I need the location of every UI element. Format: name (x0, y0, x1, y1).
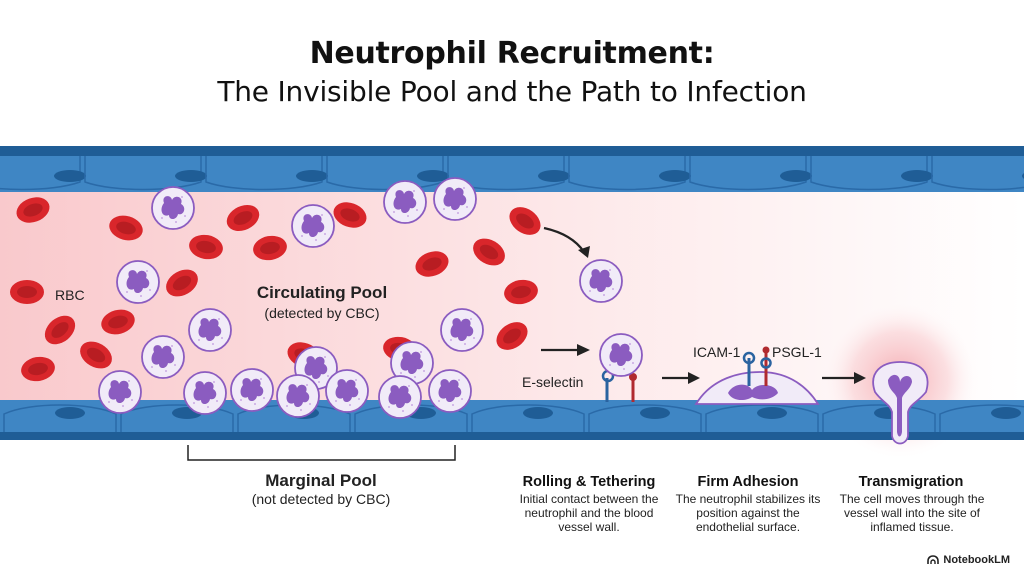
stage-title-transmigration: Transmigration (859, 474, 964, 490)
stage-desc-rolling: Initial contact between the neutrophil a… (519, 492, 659, 534)
endothelial-cell-bottom (588, 404, 702, 432)
endothelial-cell-top (0, 156, 81, 191)
endothelial-nucleus (175, 170, 207, 182)
marginal-pool-label: Marginal Pool (265, 471, 376, 490)
endothelial-cell-top (689, 156, 807, 191)
endothelial-cell-top (84, 156, 202, 191)
endothelial-cell-bottom (939, 404, 1024, 432)
circulating-pool-label: Circulating Pool (257, 283, 387, 302)
endothelial-nucleus (55, 407, 85, 419)
endothelial-nucleus (901, 170, 933, 182)
endothelial-cell-bottom (705, 404, 819, 432)
endothelial-nucleus (417, 170, 449, 182)
vessel-wall-top (0, 146, 1024, 192)
endothelial-cell-bottom (822, 404, 936, 432)
endothelial-cell-bottom (471, 404, 585, 432)
diagram-subtitle: The Invisible Pool and the Path to Infec… (217, 75, 807, 108)
endothelial-nucleus (640, 407, 670, 419)
notebooklm-logo-icon (927, 555, 940, 564)
endothelial-nucleus (523, 407, 553, 419)
endothelial-nucleus (54, 170, 86, 182)
endothelial-cell-top (205, 156, 323, 191)
endothelial-cell-top (810, 156, 928, 191)
endothelial-cell-bottom (3, 404, 117, 432)
endothelial-nucleus (757, 407, 787, 419)
e-selectin-label: E-selectin (522, 374, 583, 390)
transmigrating-neutrophil (872, 361, 929, 445)
diagram-title: Neutrophil Recruitment: (309, 36, 715, 71)
endothelial-nucleus (538, 170, 570, 182)
rolling-neutrophil (599, 333, 643, 402)
endothelial-nucleus (659, 170, 691, 182)
stage-desc-transmigration: The cell moves through the vessel wall i… (839, 492, 985, 534)
icam-label: ICAM-1 (693, 344, 741, 360)
endothelial-cell-top (931, 156, 1024, 191)
brand-label: NotebookLM (943, 554, 1010, 566)
rbc-label: RBC (55, 287, 85, 303)
endothelial-cell-top (326, 156, 444, 191)
circulating-pool-note: (detected by CBC) (264, 305, 379, 321)
stage-title-adhesion: Firm Adhesion (698, 474, 799, 490)
flow-arrows (541, 226, 866, 384)
psgl-label: PSGL-1 (772, 344, 822, 360)
endothelial-nucleus (991, 407, 1021, 419)
vessel-wall-bottom (0, 400, 1024, 440)
adhering-neutrophil (694, 346, 820, 405)
marginal-pool-note: (not detected by CBC) (252, 491, 391, 507)
stage-desc-adhesion: The neutrophil stabilizes its position a… (675, 492, 821, 534)
endothelial-nucleus (780, 170, 812, 182)
marginal-pool-bracket (187, 445, 456, 461)
endothelial-cell-top (568, 156, 686, 191)
brand-watermark: NotebookLM (927, 554, 1010, 566)
endothelial-nucleus (296, 170, 328, 182)
stage-title-rolling: Rolling & Tethering (523, 474, 656, 490)
